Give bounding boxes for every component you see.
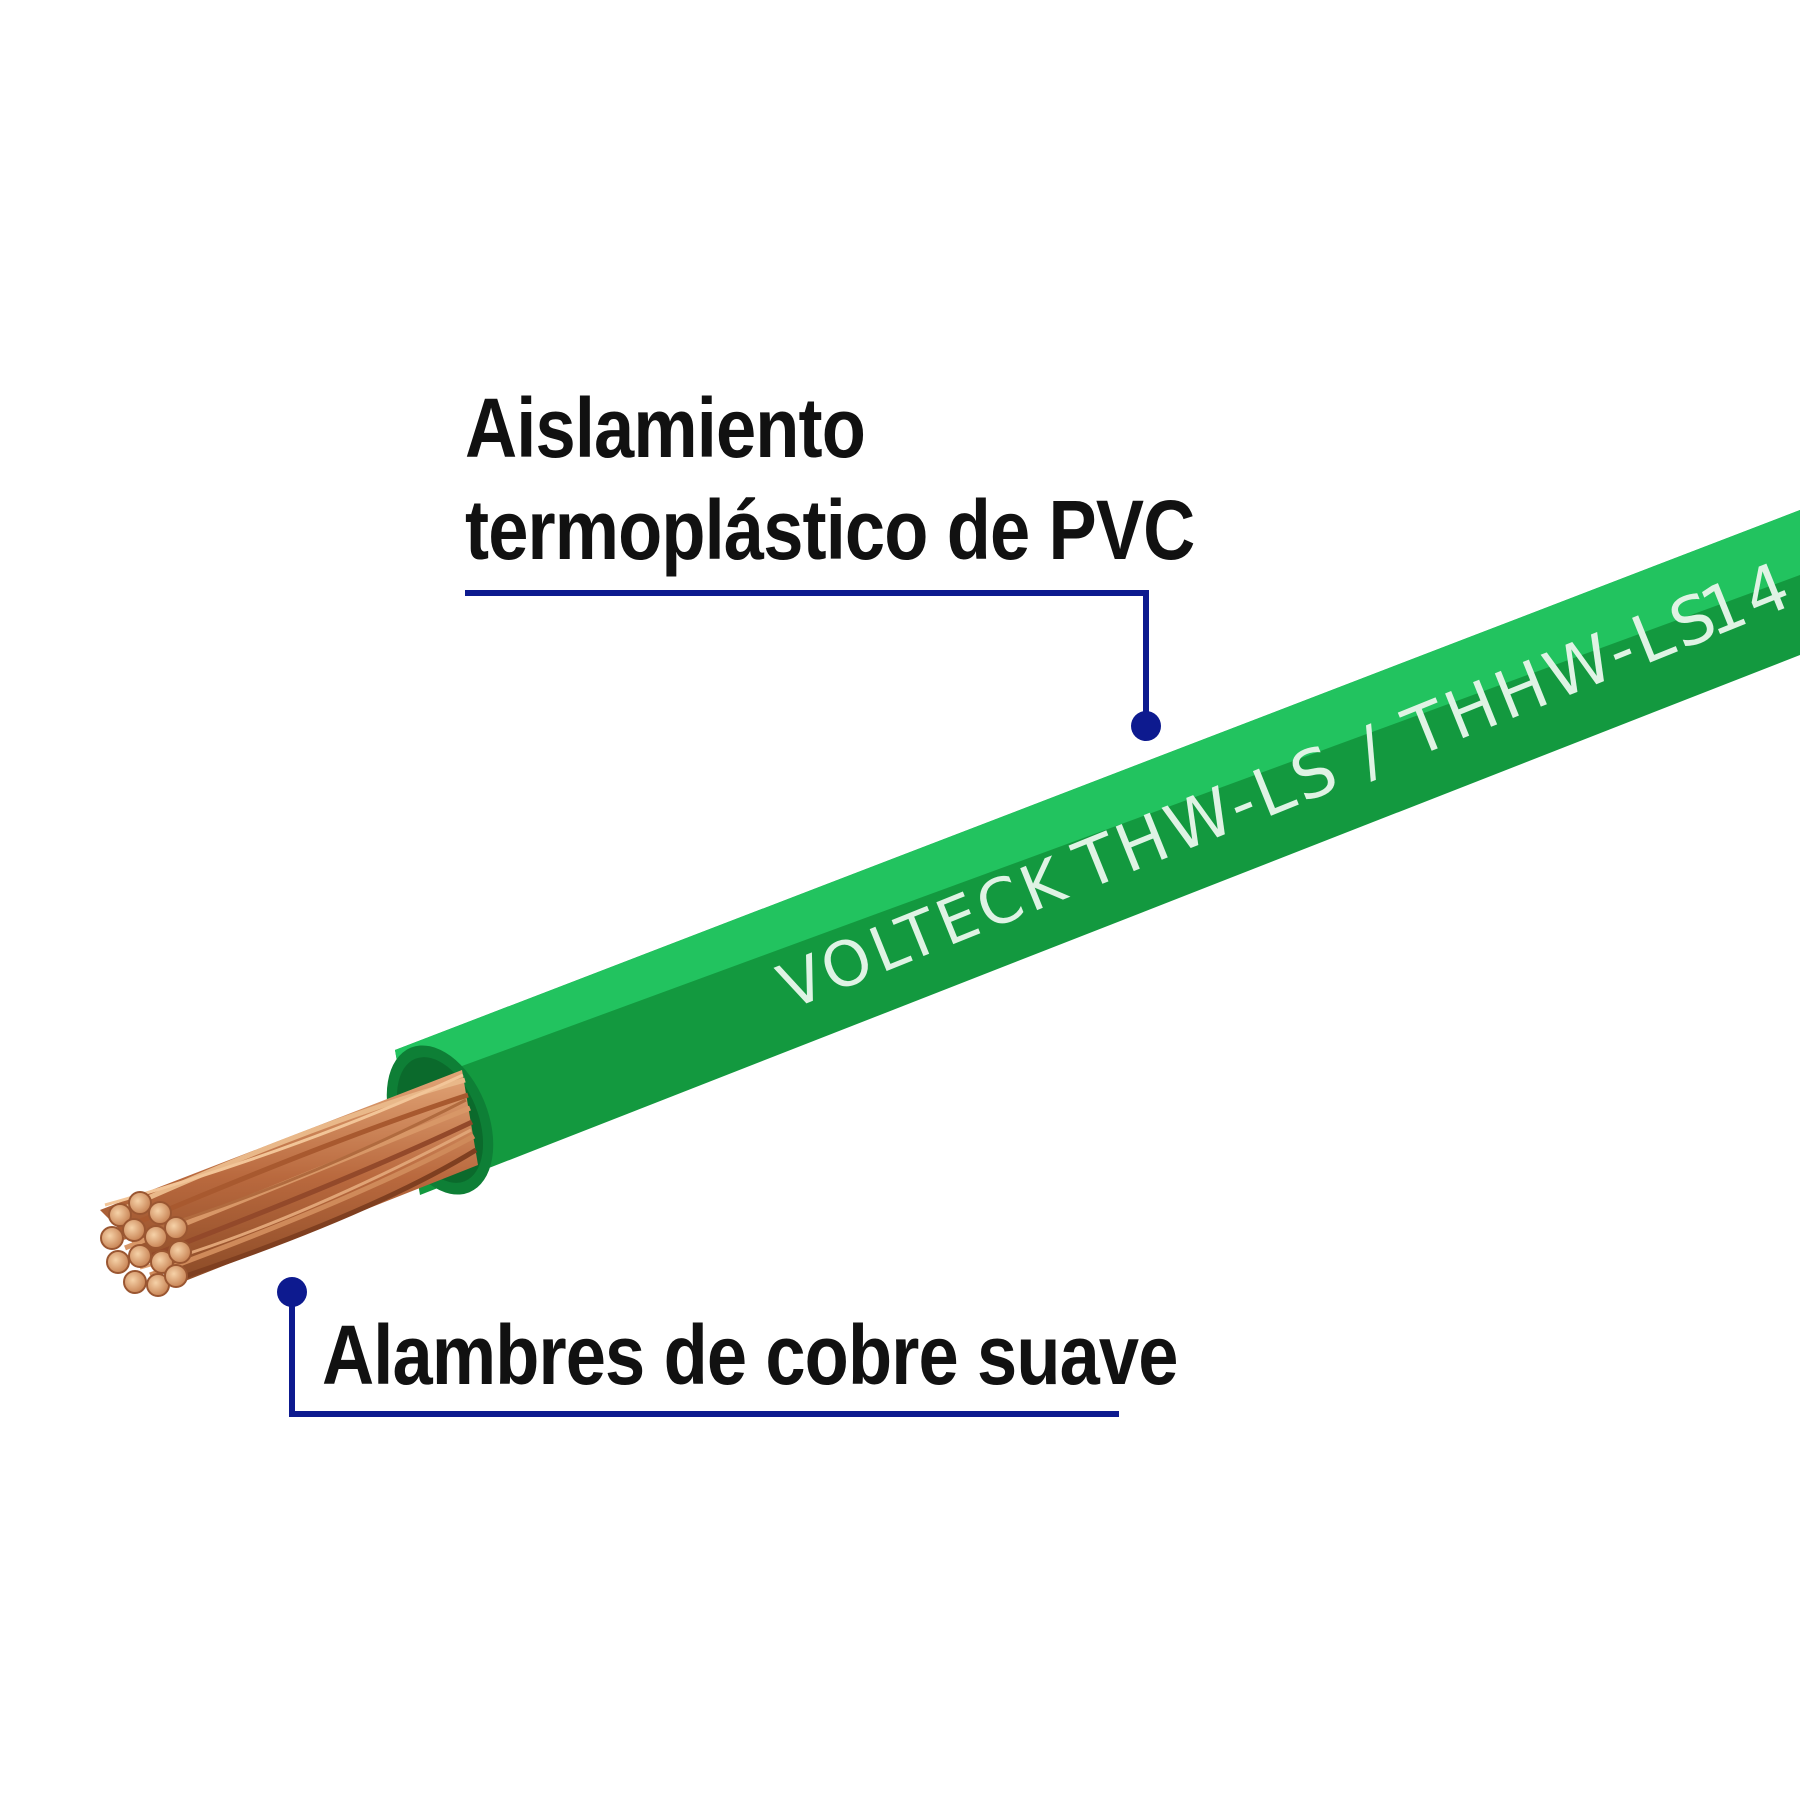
pointer-dot: [277, 1277, 307, 1307]
callout-insulation-line2: termoplástico de PVC: [465, 483, 1195, 577]
cable-print-rating: THW-LS / THHW-LS: [1063, 576, 1731, 905]
callout-conductor-pointer: [277, 1277, 1119, 1417]
pointer-dot: [1131, 711, 1161, 741]
copper-conductor: [100, 1070, 478, 1297]
strand-ends: [100, 1191, 192, 1297]
callout-conductor-label: Alambres de cobre suave: [322, 1308, 1178, 1402]
callout-insulation-line1: Aislamiento: [465, 381, 866, 475]
callout-insulation-pointer: [465, 590, 1161, 741]
